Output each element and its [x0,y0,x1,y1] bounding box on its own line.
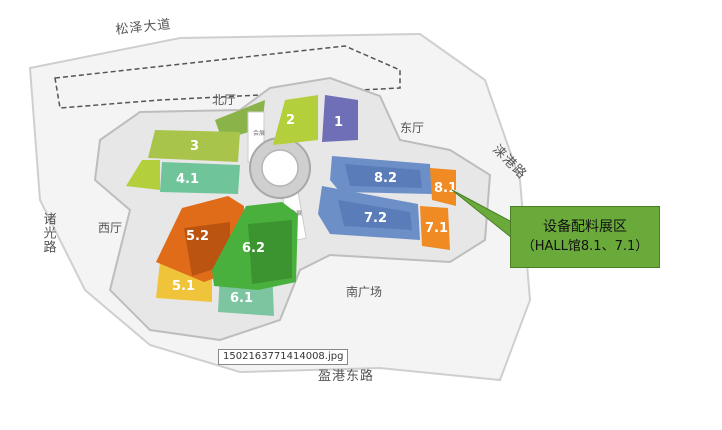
central-ring-inner [261,149,299,187]
hall-3-block [148,130,240,162]
hall-4-extra-block [126,160,160,190]
hall-6-2-shade [248,220,292,284]
image-filename-label: 1502163771414008.jpg [218,349,349,365]
callout-subtitle: （HALL馆8.1、7.1） [521,239,649,254]
hall-6-1-label: 6.1 [230,291,253,306]
north-road-label: 松泽大道 [115,17,172,38]
hall-7-2-shade [338,200,412,230]
west-hall-label: 西厅 [98,221,122,235]
hall-5-2-label: 5.2 [186,229,209,244]
north-parking-outline [54,45,401,109]
west-road-label: 诸光路 [41,212,57,254]
hall-2-block [273,95,318,145]
hall-7-1-block [420,206,450,250]
hall-5-1-label: 5.1 [172,279,195,294]
hall-2-label: 2 [286,113,295,128]
south-road-label: 盈港东路 [318,368,374,384]
callout-title: 设备配料展区 [543,219,627,235]
hall-1-label: 1 [334,115,343,130]
hall-7-1-label: 7.1 [425,221,448,236]
hall-7-2-label: 7.2 [364,211,387,226]
hall-8-1-label: 8.1 [434,181,457,196]
hall-4-1-label: 4.1 [176,172,199,187]
hall-8-2-label: 8.2 [374,171,397,186]
hall-1-block [322,95,358,142]
hall-8-2-shade [345,164,422,188]
walkway-label-north: 会展 [253,129,265,137]
north-hall-label: 北厅 [212,93,236,107]
hall-4-1-block [160,162,240,194]
equipment-zone-callout: 设备配料展区 （HALL馆8.1、7.1） [510,206,660,268]
hall-6-2-label: 6.2 [242,241,265,256]
hall-3-label: 3 [190,139,199,154]
hall-8-1-block [430,168,456,206]
south-plaza-label: 南广场 [346,284,382,299]
east-hall-label: 东厅 [400,121,424,135]
west-road-label-text: 诸光路 [41,212,57,254]
